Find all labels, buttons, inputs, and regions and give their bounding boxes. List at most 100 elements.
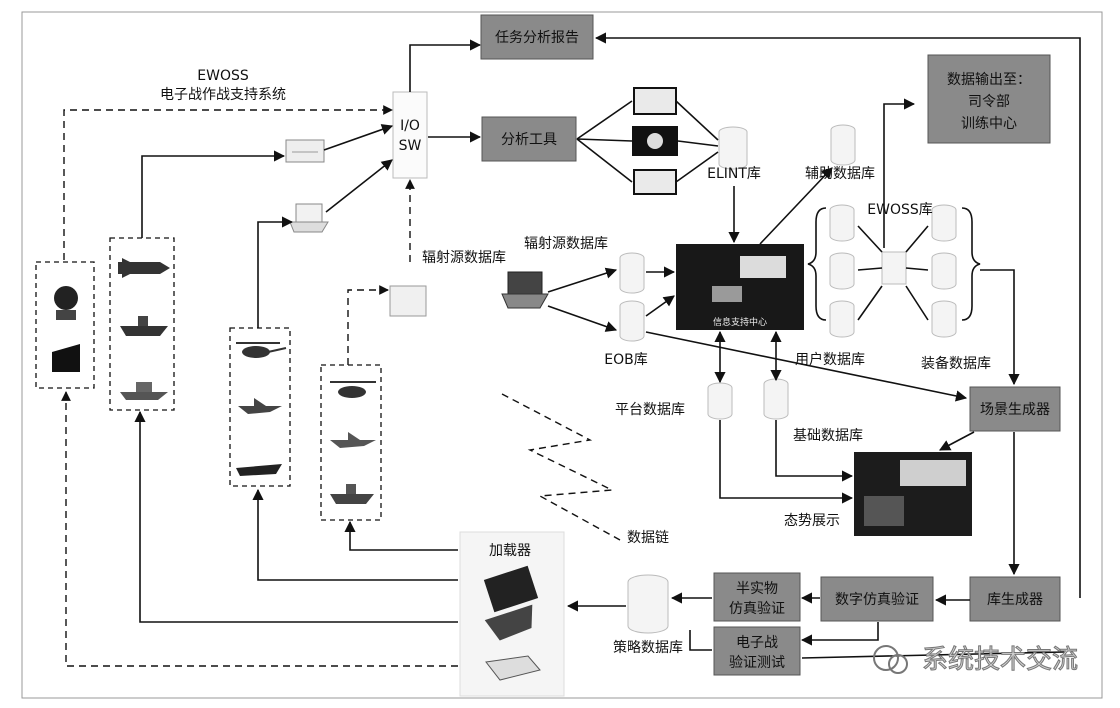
- database-icon: [763, 378, 789, 420]
- ship-icon: [330, 484, 374, 504]
- mission-report-label: 任务分析报告: [495, 30, 579, 46]
- edge-digital-to-ew: [800, 622, 879, 646]
- monitor-icon: [633, 87, 677, 115]
- analysis-tools-box: [481, 116, 577, 162]
- hil-sim-box: [713, 572, 801, 622]
- edge-ew-to-strategy: [689, 630, 712, 651]
- edge-eob-to-command: [645, 295, 675, 317]
- database-icon: [718, 126, 748, 170]
- io-switch-line-2: SW: [399, 138, 422, 154]
- data-output-line-3: 训练中心: [961, 116, 1017, 132]
- ew-verify-box: [713, 626, 801, 676]
- edge-laptop-to-emitter-db: [547, 267, 618, 293]
- data-output-line-1: 数据输出至：: [947, 72, 1031, 88]
- database-icon: [619, 252, 645, 294]
- missile-icon: [118, 258, 170, 278]
- edge-tools-to-monitors: [576, 100, 633, 183]
- database-icon: [627, 574, 669, 634]
- helicopter-icon: [236, 342, 287, 358]
- base-db-label: 基础数据库: [793, 427, 863, 444]
- user-db-label: 用户数据库: [795, 351, 865, 368]
- title-line-2: 电子战作战支持系统: [160, 87, 286, 103]
- edge-loader-to-ground: [61, 391, 458, 667]
- ship-icon: [120, 316, 168, 336]
- loader-device-icon: [485, 655, 541, 681]
- monitor-icon: [633, 169, 677, 195]
- data-output-box: [927, 54, 1051, 144]
- edge-ew-feedback: [801, 651, 1065, 659]
- edge-platform-to-situation: [719, 420, 854, 504]
- edge-naval-to-router: [141, 150, 286, 238]
- strategy-db-label: 策略数据库: [613, 639, 683, 656]
- helicopter-icon: [330, 381, 376, 398]
- edge-ewoss-to-output: [883, 98, 916, 248]
- edge-io-to-report: [409, 39, 482, 92]
- fighter-jet-icon: [330, 432, 376, 448]
- edge-router-to-io: [323, 124, 394, 151]
- edge-ewoss-to-scene: [980, 269, 1020, 386]
- air-group-2: [320, 364, 382, 521]
- edge-laptop-to-io: [325, 159, 393, 213]
- equip-db-label: 装备数据库: [921, 355, 991, 372]
- edge-library-to-report: [594, 32, 1081, 598]
- edge-eob-to-scene: [645, 331, 968, 402]
- outer-frame: [21, 11, 1103, 699]
- title-line-1: EWOSS: [197, 68, 249, 84]
- monitor-icon: [632, 126, 678, 156]
- library-generator-label: 库生成器: [987, 592, 1043, 608]
- watermark-text: 系统技术交流: [922, 645, 1078, 675]
- elint-label: ELINT库: [707, 166, 761, 182]
- hil-sim-line-1: 半实物: [736, 581, 778, 597]
- edge-air1-to-laptop: [257, 216, 294, 328]
- edge-monitors-to-elint: [675, 100, 719, 183]
- laptop-icon: [483, 565, 539, 641]
- mission-report-box: [480, 14, 594, 60]
- laptop-icon: [501, 271, 549, 309]
- edge-loader-to-air2: [344, 520, 458, 551]
- router-icon: [285, 139, 325, 163]
- io-switch-line-1: I/O: [400, 118, 420, 134]
- fighter-jet-icon: [238, 398, 282, 414]
- ewoss-db-label: EWOSS库: [867, 202, 932, 218]
- warship-icon: [236, 464, 282, 476]
- command-center-caption: 信息支持中心: [713, 316, 767, 328]
- scene-generator-box: [969, 386, 1061, 432]
- emitter-db-b-label: 辐射源数据库: [422, 250, 506, 266]
- database-icon: [931, 204, 957, 338]
- analysis-tools-label: 分析工具: [501, 132, 557, 148]
- wechat-icon: [873, 645, 908, 674]
- database-icon: [830, 124, 856, 166]
- digital-sim-box: [820, 576, 934, 622]
- data-output-line-2: 司令部: [968, 94, 1010, 110]
- platform-db-label: 平台数据库: [615, 402, 685, 418]
- air-group-1: [229, 327, 291, 487]
- hil-sim-line-2: 仿真验证: [729, 601, 785, 617]
- aux-db-label: 辅助数据库: [805, 166, 875, 182]
- edge-laptop-to-eob: [547, 305, 618, 332]
- edge-ground-to-io: [63, 105, 393, 260]
- loader-label: 加载器: [489, 543, 531, 559]
- edge-command-to-aux: [759, 167, 833, 245]
- datalink-label: 数据链: [627, 530, 669, 546]
- edge-air2-to-terminal: [347, 285, 389, 365]
- edge-loader-to-naval: [134, 410, 458, 623]
- emitter-db-a-label: 辐射源数据库: [524, 236, 608, 252]
- io-switch-box: [392, 91, 428, 179]
- edge-ewoss-hub: [857, 225, 929, 321]
- radar-dome-icon: [54, 286, 78, 320]
- ew-verify-line-1: 电子战: [736, 635, 778, 651]
- edge-loader-to-air1: [252, 488, 458, 581]
- edge-scene-to-situation: [939, 431, 975, 451]
- database-icon: [829, 204, 855, 338]
- database-icon: [707, 382, 733, 420]
- digital-sim-label: 数字仿真验证: [835, 592, 919, 608]
- datalink-zigzag: [501, 393, 621, 541]
- ew-verify-line-2: 验证测试: [729, 655, 785, 671]
- database-icon: [619, 300, 645, 342]
- laptop-icon: [289, 203, 329, 233]
- carrier-icon: [120, 382, 168, 400]
- antenna-icon: [52, 344, 80, 372]
- ground-station-group: [35, 261, 95, 389]
